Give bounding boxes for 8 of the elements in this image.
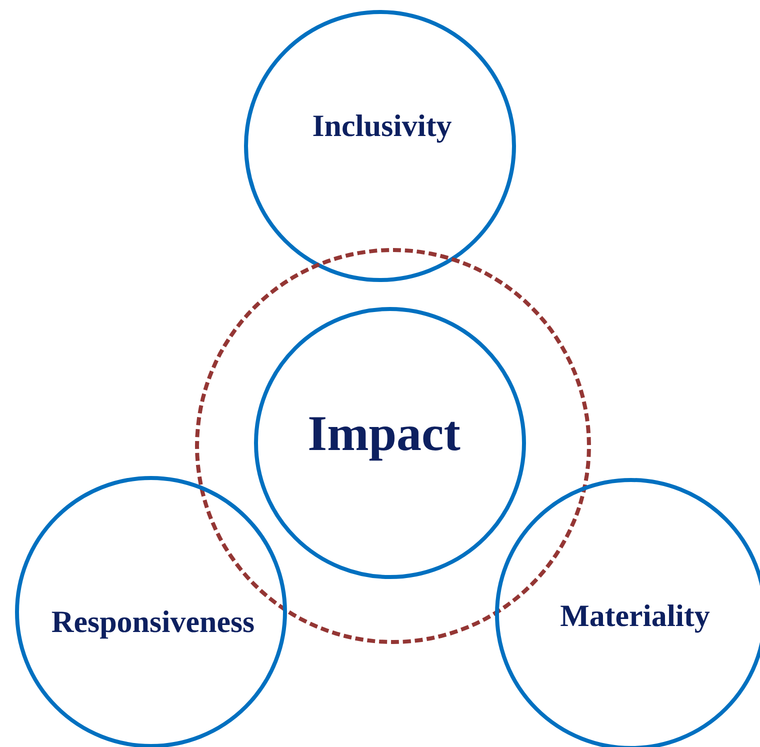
circle-node [244,10,516,282]
circle-label: Materiality [560,598,710,634]
circle-node [15,476,287,747]
circle-label: Responsiveness [51,604,255,640]
circle-label: Impact [308,404,460,462]
circle-node [495,478,760,747]
circle-label: Inclusivity [312,108,452,144]
circle-node [254,307,526,579]
